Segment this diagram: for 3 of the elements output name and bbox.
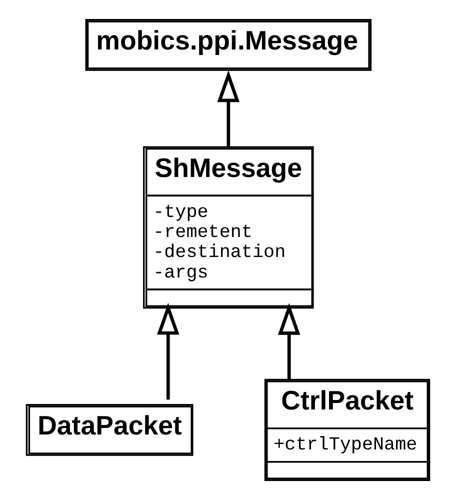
- arrow: [156, 302, 179, 400]
- arrow: [277, 303, 300, 380]
- arrow: [216, 70, 240, 147]
